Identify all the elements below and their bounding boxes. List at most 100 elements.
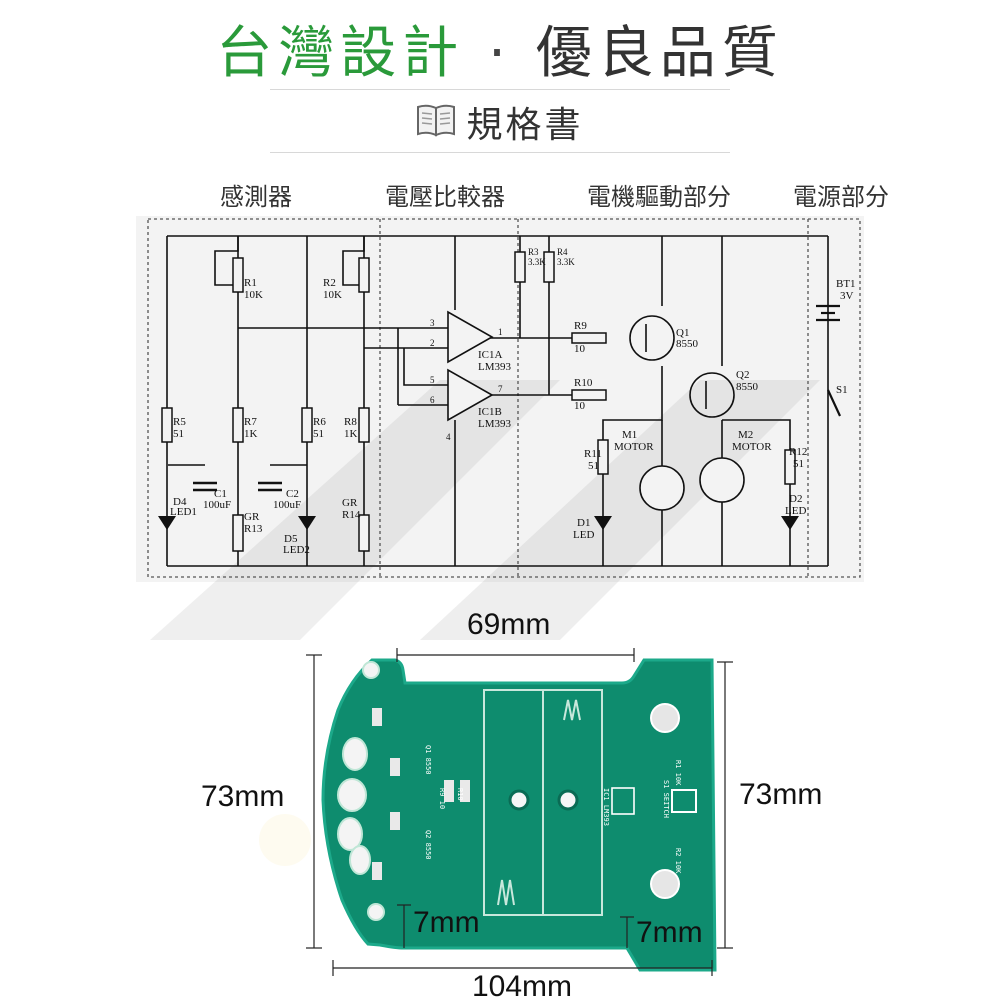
- silk-r10: R10: [456, 788, 464, 801]
- section-label-power: 電源部分: [793, 183, 889, 211]
- label-ic1a: IC1A: [478, 349, 503, 361]
- silk-r2: R2 10K: [674, 848, 682, 874]
- ic1-footprint: [611, 787, 635, 815]
- schematic-frame: [147, 218, 861, 578]
- label-r12-val: 51: [793, 458, 804, 470]
- silk-ic1: IC1 LM393: [602, 788, 610, 826]
- label-r14: R14: [342, 509, 361, 521]
- label-r5-val: 51: [173, 428, 184, 440]
- label-d2-led: LED: [785, 505, 806, 517]
- label-led1: LED1: [170, 506, 197, 518]
- resistor-r8: [358, 407, 370, 443]
- pin-7: 7: [498, 384, 503, 394]
- pin-4: 4: [446, 432, 451, 442]
- section-label-sensor: 感測器: [220, 183, 292, 211]
- pin-2: 2: [430, 338, 435, 348]
- sensor-hole: [337, 778, 367, 812]
- label-d1-led: LED: [573, 529, 594, 541]
- battery-contact-left: [508, 789, 530, 811]
- label-c1: C1: [214, 488, 227, 500]
- label-r4-val: 3.3K: [557, 257, 575, 267]
- pin-1: 1: [498, 327, 503, 337]
- dim-right-notch: 7mm: [636, 916, 703, 949]
- label-r13: R13: [244, 523, 263, 535]
- label-c2: C2: [286, 488, 299, 500]
- logo-mark-bottom: [367, 903, 385, 921]
- label-bt1: BT1: [836, 278, 856, 290]
- pin-5: 5: [430, 375, 435, 385]
- label-r1-val: 10K: [244, 289, 263, 301]
- label-c2-val: 100uF: [273, 499, 301, 511]
- label-r10-val: 10: [574, 400, 586, 412]
- label-r2-val: 10K: [323, 289, 342, 301]
- photoresistor-r14: [358, 514, 370, 552]
- label-d4: D4: [173, 496, 187, 508]
- label-q2: Q2: [736, 369, 749, 381]
- transistor-q2: [689, 372, 735, 418]
- label-r9: R9: [574, 320, 587, 332]
- potentiometer-r1: [232, 257, 244, 293]
- led-pad-d4: [342, 737, 368, 771]
- label-ic1b-part: LM393: [478, 418, 512, 430]
- section-label-motor-drive: 電機驅動部分: [587, 183, 731, 211]
- resistor-r7: [232, 407, 244, 443]
- label-r1: R1: [244, 277, 257, 289]
- label-gr-2: GR: [342, 497, 358, 509]
- label-bt1-val: 3V: [840, 290, 854, 302]
- switch-s1: [827, 389, 841, 417]
- resistor-r6: [301, 407, 313, 443]
- header-divider-top: [270, 89, 730, 90]
- label-gr-1: GR: [244, 511, 260, 523]
- dimension-lines: [306, 648, 733, 976]
- label-r9-val: 10: [574, 343, 586, 355]
- dim-right-height: 73mm: [739, 778, 822, 811]
- pcb-board: [321, 658, 717, 972]
- label-d5: D5: [284, 533, 298, 545]
- label-r3: R3: [528, 247, 539, 257]
- label-r11-val: 51: [588, 460, 599, 472]
- transistor-q1: [629, 315, 675, 361]
- dim-left-height: 73mm: [201, 780, 284, 813]
- spring-icon-bottom: [497, 879, 515, 906]
- section-label-comparator: 電壓比較器: [385, 183, 505, 211]
- dim-top-width: 69mm: [467, 608, 550, 641]
- motor-m2: [699, 457, 745, 503]
- watermark-logo: [150, 380, 820, 866]
- led-pad-d5: [337, 817, 363, 851]
- spec-heading: 規格書: [0, 96, 1000, 148]
- label-q1: Q1: [676, 327, 689, 339]
- silk-r1: R1 10K: [674, 760, 682, 786]
- label-m2: M2: [738, 429, 753, 441]
- spec-label: 規格書: [466, 105, 584, 146]
- label-m1: M1: [622, 429, 637, 441]
- motor-m1: [639, 465, 685, 511]
- label-r6-val: 51: [313, 428, 324, 440]
- label-r4: R4: [557, 247, 568, 257]
- label-q1-val: 8550: [676, 338, 699, 350]
- label-m1-motor: MOTOR: [614, 441, 654, 453]
- pin-6: 6: [430, 395, 435, 405]
- resistor-r3: [514, 251, 526, 283]
- header-divider-bottom: [270, 152, 730, 153]
- label-led2: LED2: [283, 544, 310, 556]
- resistor-r5: [161, 407, 173, 443]
- resistor-r9: [571, 332, 607, 344]
- potentiometer-r2-pad: [650, 869, 680, 899]
- label-r3-val: 3.3K: [528, 257, 546, 267]
- label-d1: D1: [577, 517, 590, 529]
- label-s1: S1: [836, 384, 848, 396]
- led-pad-d2: [349, 845, 371, 875]
- opamp-ic1a: [447, 310, 494, 364]
- silk-s1: S1 SEITCH: [662, 780, 670, 818]
- label-r8-val: 1K: [344, 428, 358, 440]
- title-taiwan-design: 台灣設計: [216, 21, 465, 86]
- label-r11: R11: [584, 448, 602, 460]
- label-m2-motor: MOTOR: [732, 441, 772, 453]
- dim-left-notch: 7mm: [413, 906, 480, 939]
- label-r7: R7: [244, 416, 257, 428]
- potentiometer-r1-pad: [650, 703, 680, 733]
- silk-r9: R9 10: [438, 788, 446, 809]
- silk-q1: Q1 8550: [424, 745, 432, 775]
